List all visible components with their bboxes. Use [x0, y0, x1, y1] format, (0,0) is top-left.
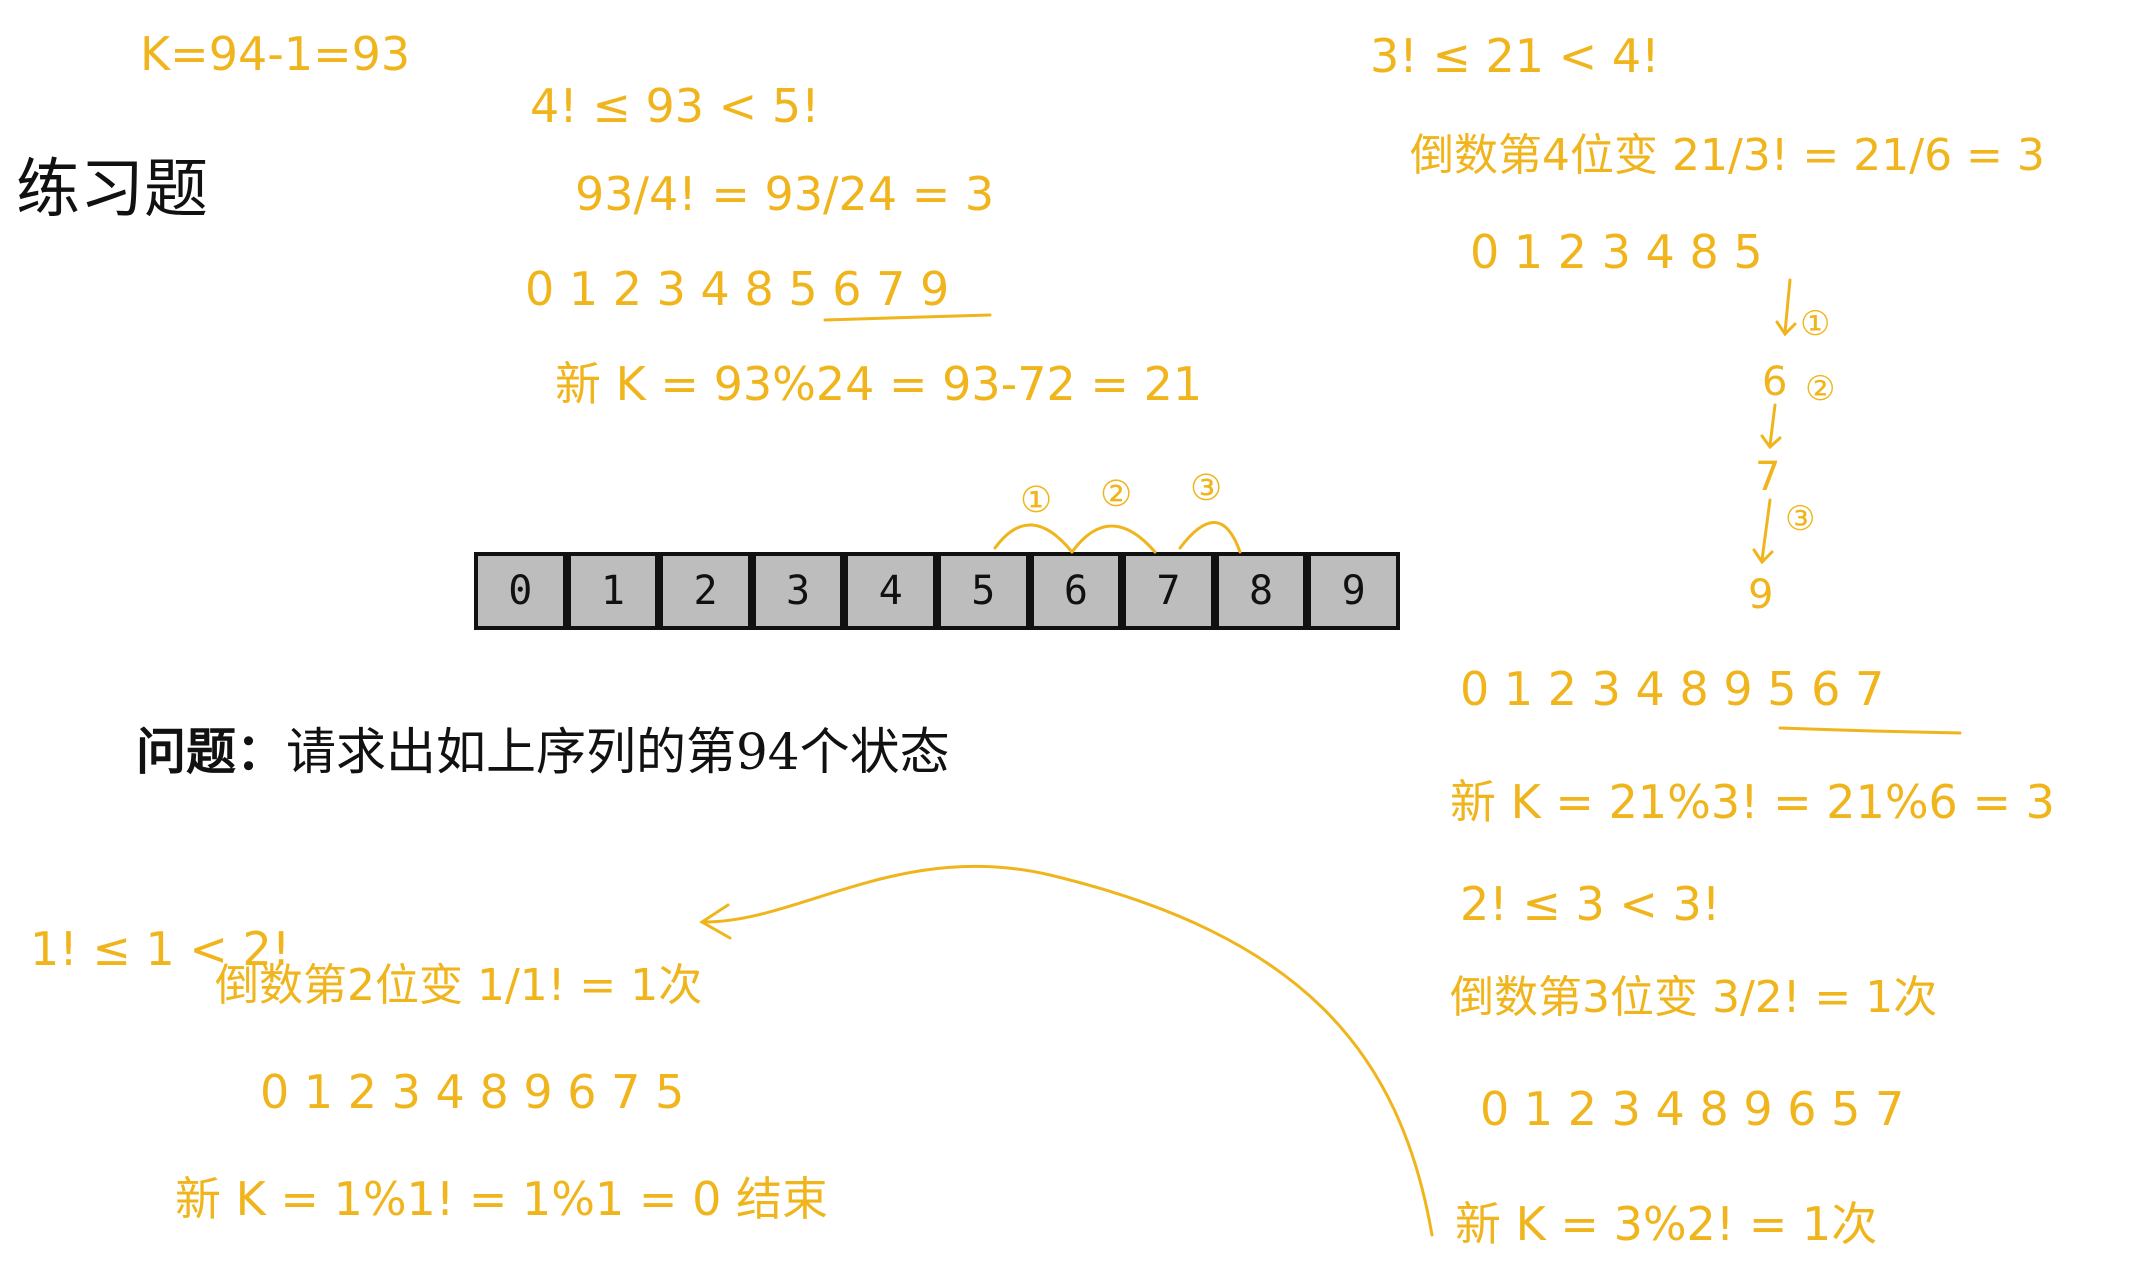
note-sequence-2b: 0 1 2 3 4 8 9 5 6 7 [1460, 662, 1884, 716]
swap-marker: ③ [1190, 468, 1222, 509]
note-range-1: 4! ≤ 93 < 5! [530, 79, 820, 133]
note-range-3: 2! ≤ 3 < 3! [1460, 877, 1720, 931]
sequence-cell: 0 [478, 556, 565, 626]
sequence-cell: 4 [846, 556, 935, 626]
sequence-cell: 6 [1031, 556, 1121, 626]
note-new-k-3: 新 K = 3%2! = 1次 [1455, 1197, 1877, 1251]
flow-arrow [703, 864, 1434, 1237]
swap-marker: ① [1020, 480, 1052, 521]
sequence-cell: 7 [1124, 556, 1213, 626]
chain-arrow [1752, 498, 1774, 565]
chain-marker: ① [1800, 304, 1830, 344]
question-label: 问题： [136, 722, 286, 781]
chain-arrow [1775, 278, 1797, 337]
note-sequence-4: 0 1 2 3 4 8 9 6 7 5 [260, 1065, 684, 1119]
chain-digit: 9 [1748, 572, 1773, 618]
sequence-cell: 2 [661, 556, 750, 626]
note-new-k-2: 新 K = 21%3! = 21%6 = 3 [1450, 775, 2055, 829]
swap-arc [1178, 521, 1242, 554]
sequence-cell: 5 [938, 556, 1028, 626]
chain-digit: 6 [1762, 359, 1787, 405]
chain-marker: ② [1805, 369, 1835, 409]
sequence-cell: 3 [753, 556, 843, 626]
sequence-cell: 9 [1309, 556, 1396, 626]
underline-2 [1778, 726, 1962, 735]
note-range-4: 1! ≤ 1 < 2! [30, 922, 290, 976]
chain-digit: 7 [1755, 454, 1780, 500]
question-body: 请求出如上序列的第94个状态 [286, 723, 950, 781]
sequence-cell: 1 [568, 556, 658, 626]
question-text: 问题：请求出如上序列的第94个状态 [136, 712, 950, 784]
note-new-k-1: 新 K = 93%24 = 93-72 = 21 [555, 357, 1202, 411]
note-position-4: 倒数第2位变 1/1! = 1次 [215, 960, 702, 1011]
sequence-cell: 8 [1216, 556, 1306, 626]
note-sequence-1: 0 1 2 3 4 8 5 6 7 9 [525, 262, 949, 316]
swap-arc [993, 523, 1074, 554]
slide-title: 练习题 [16, 153, 208, 227]
chain-marker: ③ [1785, 499, 1815, 539]
flow-arrowhead [699, 903, 732, 940]
note-division-1: 93/4! = 93/24 = 3 [575, 167, 994, 221]
underline-1 [823, 313, 992, 322]
swap-arc [1070, 524, 1157, 554]
note-position-3: 倒数第3位变 3/2! = 1次 [1450, 972, 1937, 1023]
sequence-array: 0 1 2 3 4 5 6 7 8 9 [474, 552, 1400, 630]
note-new-k-4: 新 K = 1%1! = 1%1 = 0 结束 [175, 1172, 828, 1226]
note-k-initial: K=94-1=93 [140, 27, 410, 81]
note-sequence-2a: 0 1 2 3 4 8 5 [1470, 225, 1763, 279]
note-position-2: 倒数第4位变 21/3! = 21/6 = 3 [1410, 130, 2045, 181]
swap-marker: ② [1100, 474, 1132, 515]
note-range-2: 3! ≤ 21 < 4! [1370, 29, 1660, 83]
note-sequence-3: 0 1 2 3 4 8 9 6 5 7 [1480, 1082, 1904, 1136]
chain-arrow [1760, 403, 1782, 450]
